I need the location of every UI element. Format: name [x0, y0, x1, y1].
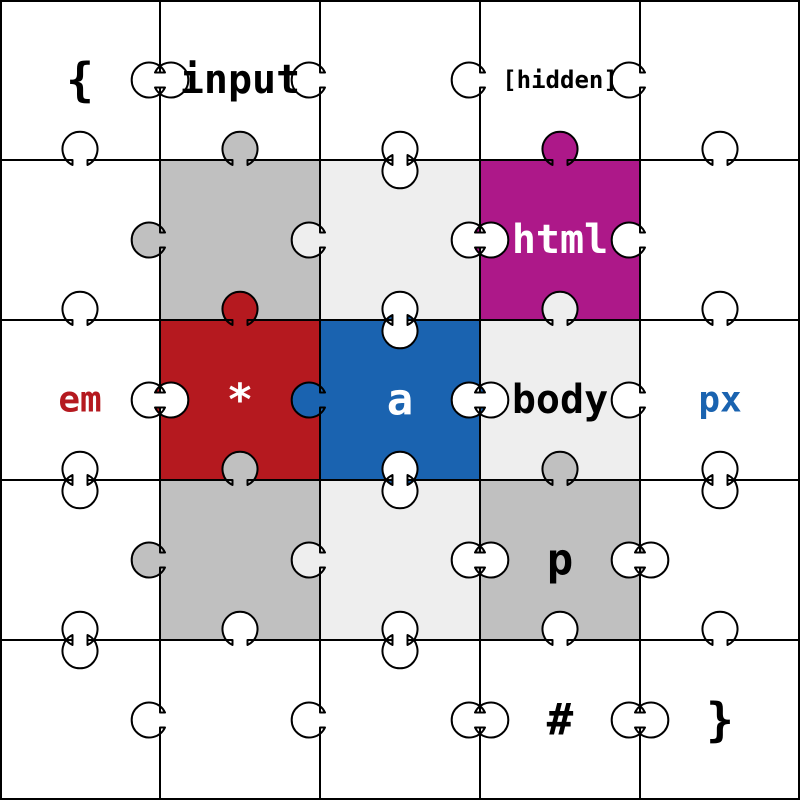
puzzle-piece — [290, 634, 486, 800]
piece-label: { — [66, 53, 94, 107]
piece-label: px — [698, 380, 741, 421]
labels-layer: { input [hidden] html em * a body px p #} — [58, 53, 741, 747]
puzzle-piece — [610, 290, 800, 486]
puzzle-piece — [0, 290, 166, 486]
piece-label: input — [180, 57, 300, 103]
piece-label: html — [512, 217, 608, 263]
piece-label: [hidden] — [502, 66, 618, 94]
piece-label: em — [58, 380, 101, 421]
piece-label: p — [547, 535, 574, 586]
piece-label: * — [227, 375, 254, 426]
puzzle-piece — [474, 610, 646, 800]
piece-label: } — [706, 693, 734, 747]
piece-label: a — [387, 375, 414, 426]
piece-label: # — [547, 695, 574, 746]
puzzle-piece — [634, 610, 800, 800]
piece-label: body — [512, 377, 608, 423]
